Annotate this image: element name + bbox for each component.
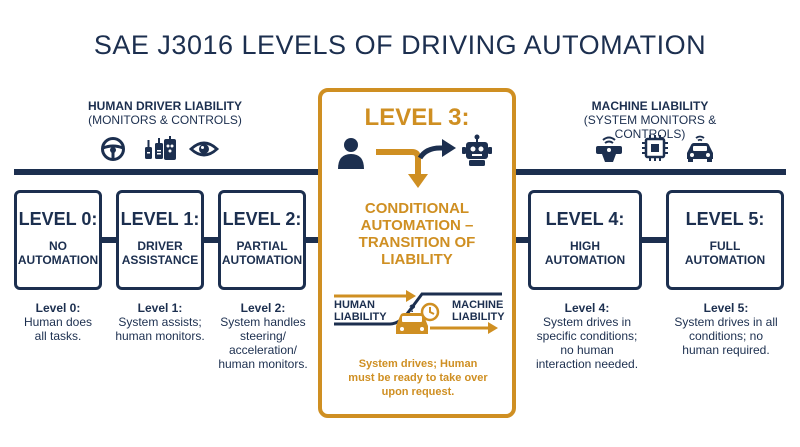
level-2-desc-line: steering/ — [239, 329, 287, 343]
level-1-name-line2: ASSISTANCE — [121, 253, 199, 267]
human-liability-label: HUMAN LIABILITY — [334, 299, 387, 323]
level-1-number: LEVEL 1: — [120, 209, 200, 229]
level-5-description: Level 5: System drives in all conditions… — [664, 301, 788, 357]
level-2-desc-title: Level 2: — [240, 301, 286, 315]
handheld-control-icon — [164, 136, 176, 160]
machine-liability-bar — [516, 169, 786, 175]
machine-liability-label-line1: MACHINE — [452, 299, 504, 311]
level-2-name: PARTIAL AUTOMATION — [221, 239, 303, 267]
level-0-desc-title: Level 0: — [35, 301, 81, 315]
level-1-name: DRIVER ASSISTANCE — [119, 239, 201, 267]
human-liability-label-line2: LIABILITY — [334, 311, 387, 323]
level-4-name-line2: AUTOMATION — [544, 253, 626, 267]
level-2-desc-line: System handles — [220, 315, 306, 329]
level-4-desc-line: System drives in — [542, 315, 632, 329]
level-4-name-line1: HIGH — [570, 239, 600, 253]
connector — [303, 237, 319, 243]
human-liability-title: HUMAN DRIVER LIABILITY — [88, 99, 242, 113]
level-5-number: LEVEL 5: — [685, 209, 765, 229]
level-0-name-line2: AUTOMATION — [17, 253, 99, 267]
level-5-desc-line: human required. — [682, 343, 770, 357]
sensor-icon — [596, 136, 622, 162]
human-liability-subtitle: (MONITORS & CONTROLS) — [88, 113, 242, 127]
level-4-name: HIGH AUTOMATION — [531, 239, 639, 267]
level-1-box: LEVEL 1: DRIVER ASSISTANCE — [116, 190, 204, 290]
level-4-number: LEVEL 4: — [545, 209, 625, 229]
page-title: SAE J3016 LEVELS OF DRIVING AUTOMATION — [93, 30, 707, 60]
level-4-description: Level 4: System drives in specific condi… — [528, 301, 646, 371]
level-1-name-line1: DRIVER — [137, 239, 183, 253]
human-liability-label-line1: HUMAN — [334, 299, 375, 311]
level-0-desc-line: all tasks. — [34, 329, 82, 343]
level-0-name: NO AUTOMATION — [17, 239, 99, 267]
level-2-name-line1: PARTIAL — [236, 239, 288, 253]
level-5-desc-line: System drives in all — [674, 315, 778, 329]
level-3-name-line4: LIABILITY — [381, 251, 453, 268]
person-icon — [338, 138, 364, 169]
pedals-icon — [145, 138, 163, 159]
level-4-desc-line: no human — [560, 343, 614, 357]
machine-liability-title: MACHINE LIABILITY — [591, 99, 709, 113]
level-2-number: LEVEL 2: — [222, 209, 302, 229]
human-liability-bar — [14, 169, 318, 175]
level-4-desc-line: interaction needed. — [535, 357, 639, 371]
machine-liability-label: MACHINE LIABILITY — [452, 299, 505, 323]
connector — [515, 237, 531, 243]
level-3-number: LEVEL 3: — [364, 104, 470, 131]
level-0-number: LEVEL 0: — [18, 209, 98, 229]
car-clock-icon: ? — [396, 302, 440, 334]
connector — [100, 237, 120, 243]
level-0-box: LEVEL 0: NO AUTOMATION — [14, 190, 102, 290]
robot-icon — [462, 134, 492, 166]
handover-arrow-icon — [376, 139, 456, 188]
connector — [202, 237, 222, 243]
level-0-name-line1: NO — [49, 239, 67, 253]
level-2-description: Level 2: System handles steering/ accele… — [210, 301, 316, 371]
level-5-name-line2: AUTOMATION — [684, 253, 766, 267]
level-2-box: LEVEL 2: PARTIAL AUTOMATION — [218, 190, 306, 290]
level-3-desc-line: must be ready to take over — [348, 372, 488, 384]
steering-wheel-icon — [101, 137, 125, 161]
level-4-desc-line: specific conditions; — [536, 329, 638, 343]
level-2-desc-line: human monitors. — [218, 357, 308, 371]
level-2-desc-line: acceleration/ — [228, 343, 298, 357]
connector — [640, 237, 668, 243]
human-liability-heading: HUMAN DRIVER LIABILITY (MONITORS & CONTR… — [80, 99, 250, 127]
level-5-name-line1: FULL — [709, 239, 741, 253]
level-5-desc-line: conditions; no — [688, 329, 764, 343]
svg-text:?: ? — [409, 303, 416, 315]
level-5-desc-title: Level 5: — [703, 301, 749, 315]
autonomous-car-icon — [687, 135, 713, 162]
level-5-name: FULL AUTOMATION — [669, 239, 781, 267]
level-3-name-line1: CONDITIONAL — [364, 200, 470, 217]
chip-icon — [642, 135, 668, 161]
level-1-desc-line: human monitors. — [115, 329, 205, 343]
level-1-description: Level 1: System assists; human monitors. — [108, 301, 212, 343]
level-4-desc-title: Level 4: — [564, 301, 610, 315]
level-3-name-line2: AUTOMATION – — [360, 217, 474, 234]
level-1-desc-line: System assists; — [118, 315, 202, 329]
level-0-description: Level 0: Human does all tasks. — [10, 301, 106, 343]
level-1-desc-title: Level 1: — [137, 301, 183, 315]
level-3-description: System drives; Human must be ready to ta… — [326, 357, 510, 399]
level-2-name-line2: AUTOMATION — [221, 253, 303, 267]
level-0-desc-line: Human does — [23, 315, 93, 329]
level-3-desc-line: upon request. — [381, 386, 455, 398]
machine-liability-label-line2: LIABILITY — [452, 311, 505, 323]
machine-liability-heading: MACHINE LIABILITY (SYSTEM MONITORS & CON… — [550, 99, 750, 141]
eye-icon — [188, 141, 220, 157]
level-3-name-line3: TRANSITION OF — [358, 234, 476, 251]
level-3-name: CONDITIONAL AUTOMATION – TRANSITION OF L… — [318, 200, 516, 268]
machine-liability-subtitle: (SYSTEM MONITORS & CONTROLS) — [583, 113, 717, 141]
level-4-box: LEVEL 4: HIGH AUTOMATION — [528, 190, 642, 290]
level-3-desc-line: System drives; Human — [358, 358, 478, 370]
level-5-box: LEVEL 5: FULL AUTOMATION — [666, 190, 784, 290]
